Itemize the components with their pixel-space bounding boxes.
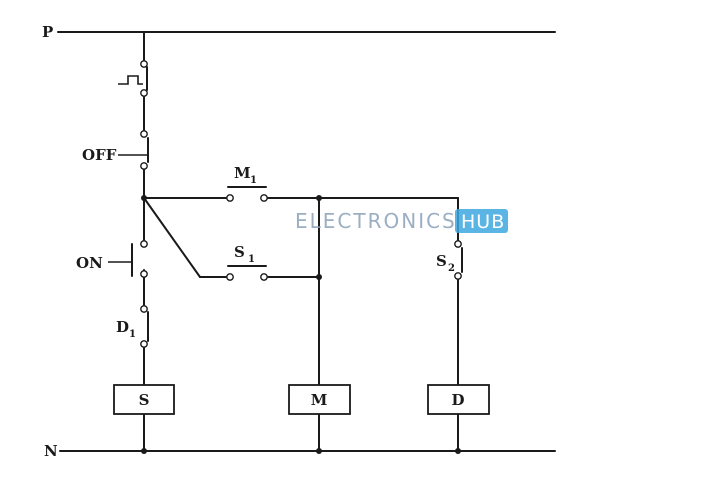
timer-contact: [118, 60, 148, 97]
coil-d: D: [427, 384, 490, 415]
pulse-timer-icon: [118, 75, 143, 85]
n-node-d: [455, 448, 461, 454]
rail-label-p: P: [42, 23, 53, 41]
electronics-hub-watermark: ELECTRONICS HUB: [295, 209, 508, 233]
top-rail-p: P: [42, 23, 556, 41]
d1-subscript: 1: [129, 329, 136, 340]
d1-contact: D 1: [116, 305, 149, 348]
coil-s-label: S: [139, 391, 150, 409]
s2-subscript: 2: [448, 263, 455, 274]
n-node-m: [316, 448, 322, 454]
m1-label: M: [234, 164, 251, 182]
watermark-brand: ELECTRONICS: [295, 209, 457, 233]
off-pushbutton: OFF: [82, 130, 149, 170]
coil-d-label: D: [451, 391, 464, 409]
off-label: OFF: [82, 146, 117, 164]
s1-label: S: [234, 243, 245, 261]
bottom-rail-n: N: [44, 442, 556, 460]
on-label: ON: [76, 254, 103, 272]
d1-label: D: [116, 318, 129, 336]
coil-s: S: [113, 384, 175, 415]
rail-label-n: N: [44, 442, 58, 460]
s1-contact: S 1: [226, 243, 268, 281]
n-node-s: [141, 448, 147, 454]
watermark-badge-text: HUB: [461, 211, 505, 233]
coil-m-label: M: [311, 391, 328, 409]
s2-contact: S 2: [436, 240, 463, 280]
s2-label: S: [436, 252, 447, 270]
m1-contact: M 1: [226, 164, 268, 202]
m1-subscript: 1: [250, 175, 257, 186]
s1-subscript: 1: [248, 254, 255, 265]
watermark-badge: [455, 209, 508, 233]
coil-m: M: [288, 384, 351, 415]
on-pushbutton: ON: [76, 240, 148, 278]
